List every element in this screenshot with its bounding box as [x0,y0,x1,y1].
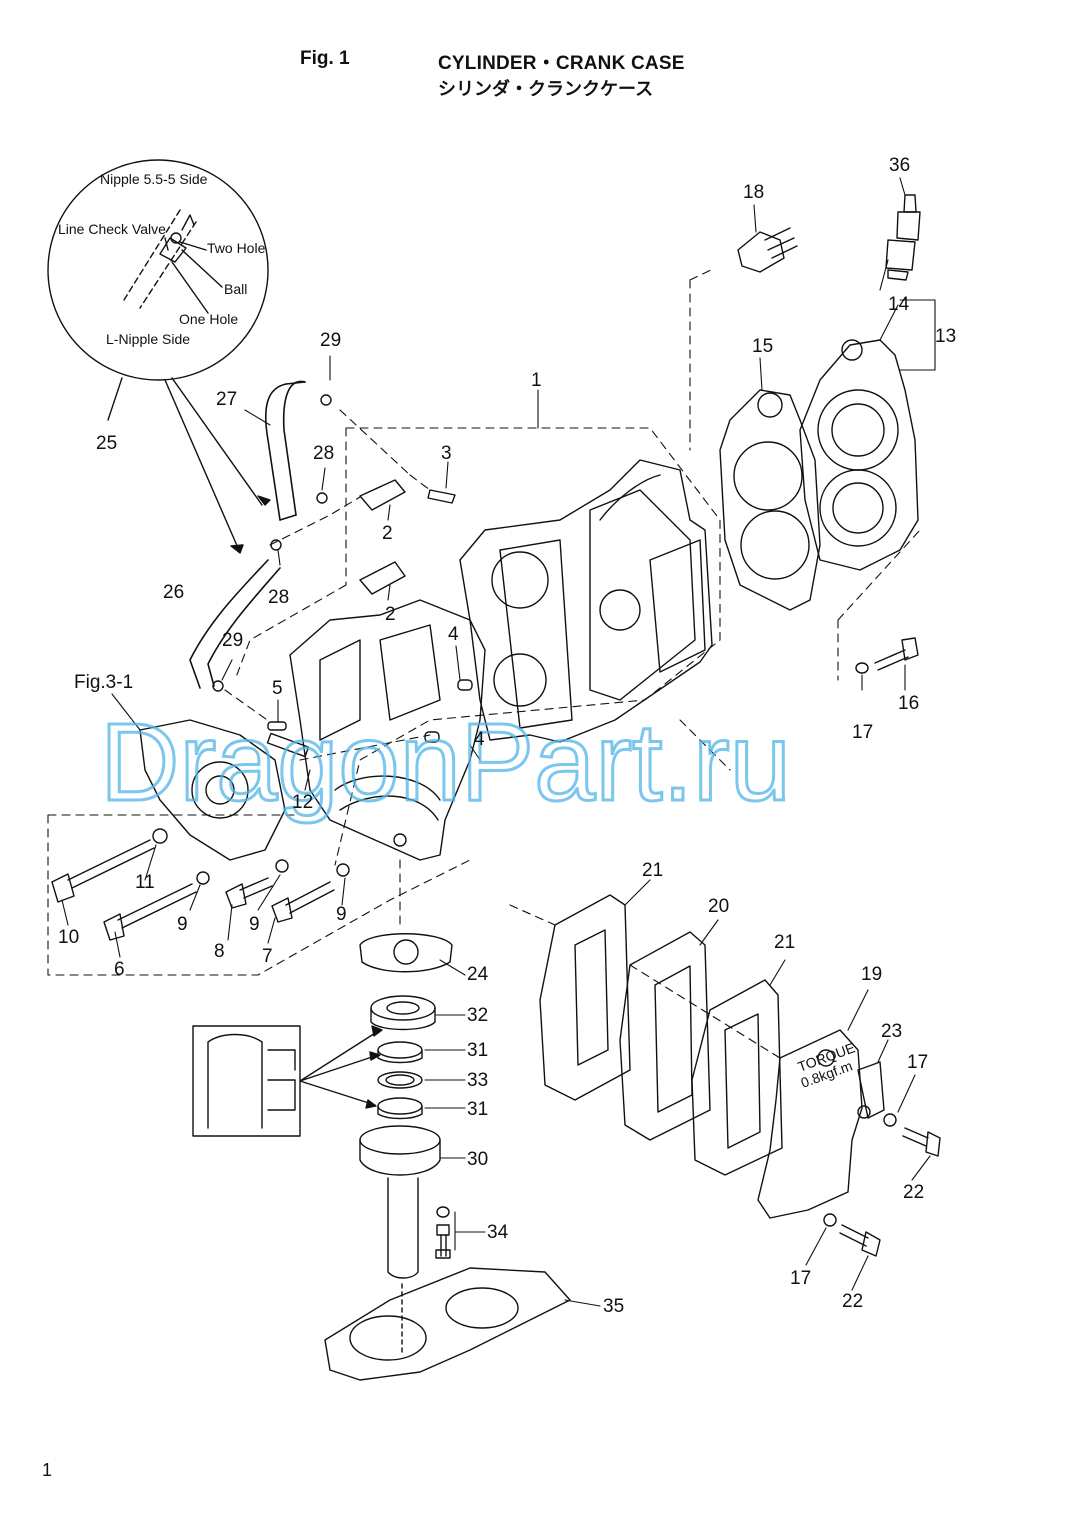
base-gasket-35 [324,1267,571,1381]
crankcase-block [459,459,713,743]
detail-circle-25 [47,159,271,554]
callout-13: 13 [935,326,956,347]
dowel-pins [267,679,473,743]
cylinder-head-13 [799,339,919,571]
callout-10: 10 [58,927,79,948]
callout-16: 16 [898,693,919,714]
callout-18: 18 [743,182,764,203]
detail-valve-label: Line Check Valve [58,221,166,237]
callout-31: 31 [467,1099,488,1120]
callout-31: 31 [467,1040,488,1061]
callout-35: 35 [603,1296,624,1317]
dashed-guides [47,267,921,1059]
callout-2: 2 [382,523,393,544]
callout-33: 33 [467,1070,488,1091]
callout-28: 28 [268,587,289,608]
callout-15: 15 [752,336,773,357]
callout-32: 32 [467,1005,488,1026]
bolt-16 [855,637,919,674]
plate-20 [619,931,711,1141]
bolts-6-to-12 [51,732,350,941]
cover-19 [757,1029,941,1257]
detail-ball-label: Ball [224,281,247,297]
callout-34: 34 [487,1222,509,1243]
callout-5: 5 [272,678,283,699]
callout-21: 21 [774,932,795,953]
watermark-text: DragonPart.ru [100,701,791,824]
callout-9: 9 [249,914,260,935]
callout-22: 22 [842,1291,863,1312]
figure-subtitle: シリンダ・クランクケース [438,79,654,99]
callout-7: 7 [262,946,273,967]
callout-30: 30 [467,1149,488,1170]
callout-19: 19 [861,964,882,985]
callout-21: 21 [642,860,663,881]
leader-lines [61,177,936,1307]
callout-17: 17 [852,722,873,743]
callout-26: 26 [163,582,184,603]
callout-29: 29 [320,330,341,351]
callout-27: 27 [216,389,237,410]
part-callouts: 1 2 2 3 4 4 5 6 7 8 9 9 9 10 11 12 13 14… [58,155,956,1317]
nipples [359,479,456,595]
gasket-21-a [539,894,631,1101]
callout-9: 9 [177,914,188,935]
callout-22: 22 [903,1182,924,1203]
spark-plug-36 [885,194,921,281]
crank-case-front [289,599,486,861]
callout-12: 12 [292,792,313,813]
callout-11: 11 [135,872,155,893]
callout-20: 20 [708,896,729,917]
reference-fig-3-1: Fig.3-1 [74,672,133,693]
inset-seal-box [192,1025,383,1137]
callout-8: 8 [214,941,225,962]
callout-17: 17 [907,1052,928,1073]
callout-23: 23 [881,1021,902,1042]
figure-label: Fig. 1 [300,48,350,69]
plug-18 [737,227,798,273]
detail-top-label: Nipple 5.5-5 Side [100,171,208,187]
hose-27 [264,380,306,521]
callout-9: 9 [336,904,347,925]
callout-4: 4 [448,624,459,645]
callout-1: 1 [531,370,542,391]
callout-4: 4 [474,729,485,750]
callout-24: 24 [467,964,489,985]
detail-bottom-label: L-Nipple Side [106,331,190,347]
detail-one-hole-label: One Hole [179,311,238,327]
figure-title: CYLINDER・CRANK CASE [438,53,685,74]
page-number: 1 [42,1460,53,1480]
callout-3: 3 [441,443,452,464]
callout-6: 6 [114,959,125,980]
head-gasket-15 [719,389,821,611]
detail-two-hole-label: Two Hole [207,240,266,256]
callout-28: 28 [313,443,334,464]
callout-2: 2 [385,604,396,625]
callout-29: 29 [222,630,243,651]
callout-17: 17 [790,1268,811,1289]
hose-26 [189,559,281,689]
callout-36: 36 [889,155,910,176]
seal-stack [359,933,453,1279]
callout-25: 25 [96,433,117,454]
carburetor-reference [139,719,286,861]
callout-14: 14 [888,294,910,315]
gasket-21-b [691,979,783,1176]
